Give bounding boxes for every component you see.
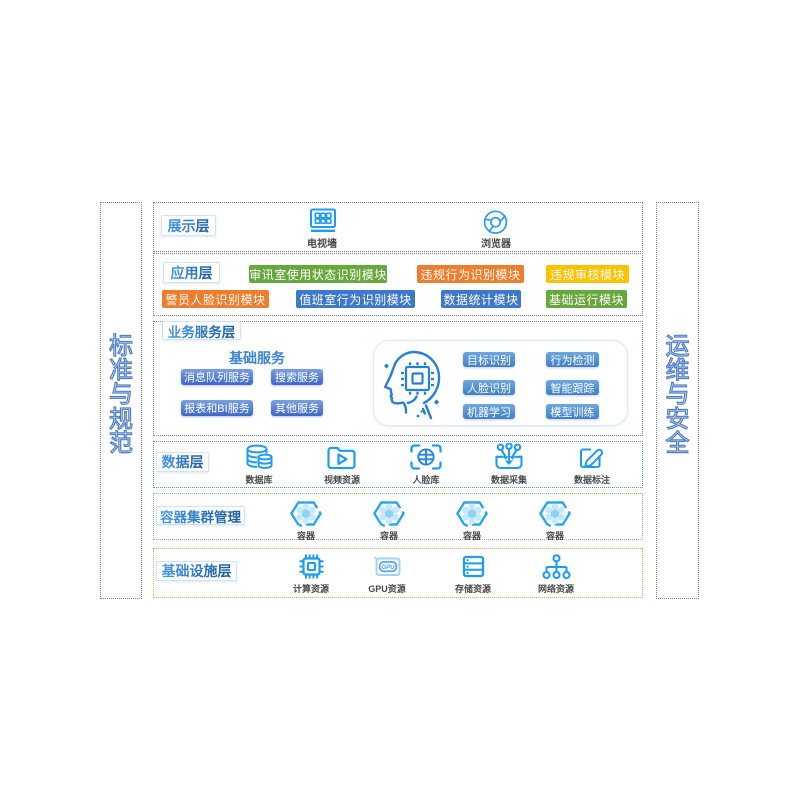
svg-text:GPU: GPU	[381, 564, 395, 571]
